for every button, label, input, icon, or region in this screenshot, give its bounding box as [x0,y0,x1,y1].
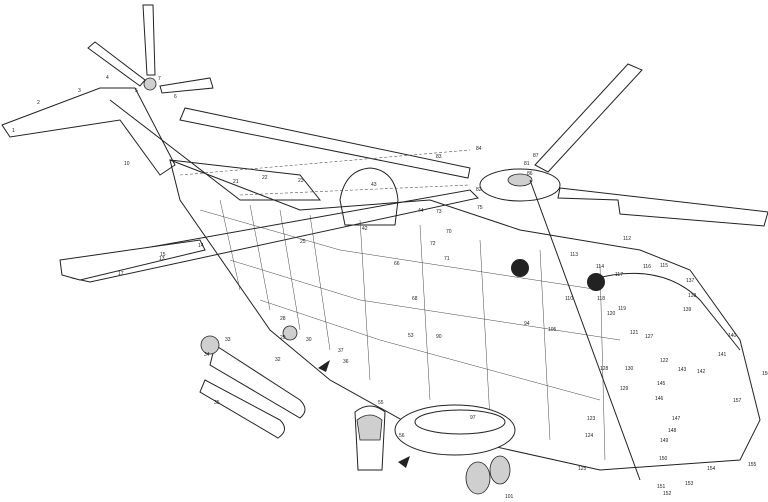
callout-label: 44 [418,208,424,214]
callout-label: 156 [762,371,768,377]
callout-label: 32 [275,357,281,363]
callout-label: 146 [655,396,664,402]
callout-label: 17 [118,271,124,277]
callout-label: 149 [660,438,669,444]
callout-label: 25 [300,239,306,245]
callout-label: 124 [585,433,594,439]
callout-label: 125 [578,466,587,472]
callout-label: 142 [697,369,706,375]
callout-label: 110 [565,296,573,302]
callout-label: 14 [198,243,204,249]
callout-label: 73 [436,209,442,215]
callout-label: 148 [668,428,677,434]
callout-label: 21 [233,179,239,185]
callout-label: 80 [520,266,526,272]
callout-label: 118 [597,296,605,302]
callout-label: 105 [548,327,557,333]
callout-label: 86 [527,171,533,177]
callout-label: 2 [37,100,40,106]
callout-label: 112 [623,236,631,242]
callout-label: 101 [505,494,514,500]
callout-label: 138 [688,293,697,299]
callout-label: 15 [160,252,166,258]
weapons-stores [199,335,410,471]
callout-label: 36 [343,359,349,365]
callout-label: 3 [78,88,81,94]
callout-label: 33 [225,337,231,343]
callout-label: 71 [444,256,450,262]
callout-label: 140 [728,333,737,339]
callout-label: 137 [686,278,695,284]
callout-label: 150 [659,456,668,462]
callout-label: 90 [436,334,442,340]
callout-label: 157 [733,398,742,404]
callout-label: 94 [524,321,530,327]
frame-ribs [219,199,606,461]
callout-label: 23 [298,178,304,184]
callout-label: 127 [645,334,654,340]
callout-label: 6 [174,94,177,100]
callout-label: 5 [135,88,138,94]
callout-label: 22 [262,175,268,181]
callout-label: 152 [663,491,672,497]
callout-label: 121 [630,330,639,336]
callout-label: 13 [159,256,165,262]
callout-label: 84 [476,146,482,152]
callout-label: 55 [378,400,384,406]
callout-label: 75 [477,205,483,211]
callout-label: 147 [672,416,681,422]
callout-label: 122 [660,358,669,364]
callout-label: 139 [683,307,692,313]
callout-label: 70 [446,229,452,235]
callout-label: 120 [607,311,616,317]
callout-label: 141 [718,352,727,358]
sponson-and-gear [282,325,516,495]
callout-label: 154 [707,466,716,472]
callout-label: 143 [678,367,687,373]
callout-label: 30 [306,337,312,343]
callout-label: 151 [657,484,666,490]
callout-label: 37 [338,348,344,354]
callout-label: 81 [524,161,530,167]
callout-label: 115 [660,263,668,269]
callout-label: 145 [657,381,666,387]
callout-label: 128 [600,366,609,372]
callout-label: 155 [748,462,757,468]
callout-label: 53 [408,333,414,339]
tail-section [1,4,322,281]
callout-label: 1 [12,128,15,134]
callout-label: 66 [394,261,400,267]
callout-label: 56 [399,433,405,439]
callout-label: 4 [106,75,109,81]
callout-label: 114 [596,264,604,270]
callout-label: 129 [620,386,629,392]
callout-label: 153 [685,481,694,487]
callout-label: 83 [436,154,442,160]
callout-label: 117 [615,272,623,278]
callout-label: 29 [280,335,286,341]
callout-label: 113 [570,252,578,258]
main-rotor-blades [69,63,768,283]
callout-label: 43 [371,182,377,188]
callout-label: 116 [643,264,651,270]
callout-label: 82 [476,187,482,193]
callout-label: 68 [412,296,418,302]
callout-label: 97 [470,415,476,421]
callout-label: 28 [280,316,286,322]
callout-label: 130 [625,366,634,372]
callout-label: 72 [430,241,436,247]
callout-label: 42 [362,226,368,232]
callout-label: 34 [204,352,210,358]
callout-label: 35 [214,400,220,406]
callout-label: 10 [124,161,130,167]
callout-label: 119 [618,306,626,312]
fuselage [169,149,761,481]
callout-label: 87 [533,153,539,159]
callout-label: 123 [587,416,596,422]
callout-label: 7 [158,76,161,82]
